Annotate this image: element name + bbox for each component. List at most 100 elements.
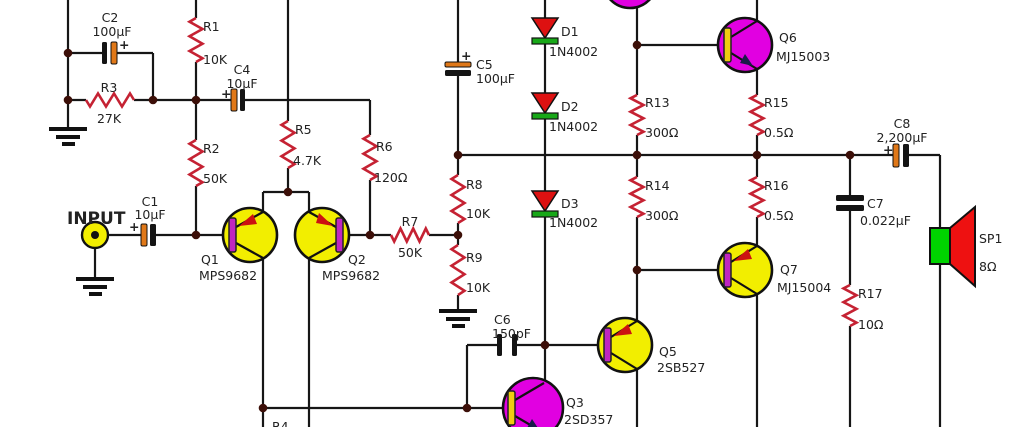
- ground-symbol-1: [56, 135, 80, 139]
- diode-D2-ref: D2: [561, 99, 579, 114]
- capacitor-C8-polarity-plus: +: [883, 142, 893, 157]
- resistor-R17: [840, 283, 860, 328]
- diode-D3-anode: [530, 190, 560, 213]
- diode-D3-ref: D3: [561, 196, 579, 211]
- diode-D2-part: 1N4002: [549, 119, 598, 134]
- resistor-R1-ref: R1: [203, 19, 220, 34]
- junction-dot: [632, 265, 642, 275]
- ground-symbol-3: [452, 324, 465, 328]
- junction-dot: [540, 340, 550, 350]
- resistor-R6: [360, 133, 380, 182]
- junction-dot: [632, 150, 642, 160]
- speaker-body: [929, 227, 951, 265]
- junction-dot: [632, 40, 642, 50]
- speaker-horn: [949, 204, 976, 289]
- transistor-Q3-part: 2SD357: [564, 412, 613, 427]
- capacitor-C2-plate2: [110, 41, 118, 65]
- transistor-Q7-base-bar: [723, 252, 732, 288]
- capacitor-C7-plate1: [836, 195, 864, 201]
- resistor-R7-ref: R7: [402, 214, 419, 229]
- transistor-Q7-part: MJ15004: [777, 280, 831, 295]
- resistor-R5-ref: R5: [295, 122, 312, 137]
- transistor-Q3-base-bar: [507, 390, 516, 426]
- capacitor-C4-ref: C4: [234, 62, 251, 77]
- capacitor-C2-value: 100µF: [92, 24, 131, 39]
- transistor-Q3-body: [501, 376, 565, 427]
- resistor-R3-value: 27K: [97, 111, 122, 126]
- resistor-R8-value: 10K: [466, 206, 491, 221]
- transistor-Q3-arrow: [527, 419, 538, 427]
- capacitor-C7-plate2: [836, 205, 864, 211]
- resistor-R3-ref: R3: [101, 80, 118, 95]
- junction-dot: [453, 230, 463, 240]
- resistor-R9-value: 10K: [466, 280, 491, 295]
- resistor-R8-ref: R8: [466, 177, 483, 192]
- resistor-R16-ref: R16: [764, 178, 789, 193]
- junction-dot: [453, 150, 463, 160]
- transistor-Q1-lead: [235, 242, 264, 259]
- capacitor-C6-value: 150pF: [492, 326, 531, 341]
- junction-dot: [752, 150, 762, 160]
- capacitor-C5-polarity-plus: +: [461, 48, 471, 63]
- junction-dot: [365, 230, 375, 240]
- transistor-Q1-part: MPS9682: [199, 268, 257, 283]
- capacitor-C8-value: 2,200µF: [877, 130, 928, 145]
- resistor-R1-value: 10K: [203, 52, 228, 67]
- transistor-Q5-base-bar: [603, 327, 612, 363]
- resistor-R2-value: 50K: [203, 171, 228, 186]
- transistor-Q5-part: 2SB527: [657, 360, 705, 375]
- capacitor-C5-ref: C5: [476, 57, 493, 72]
- capacitor-C1-plate2: [150, 224, 156, 246]
- transistor-Q7-lead: [730, 277, 758, 295]
- transistor-Q1-ref: Q1: [201, 252, 219, 267]
- resistor-R3: [84, 91, 136, 109]
- resistor-R16: [747, 175, 767, 219]
- input-label: INPUT: [67, 209, 126, 229]
- resistor-R2: [186, 138, 206, 188]
- capacitor-C8-ref: C8: [894, 116, 911, 131]
- capacitor-C6-plate1: [497, 334, 502, 356]
- capacitor-C1-value: 10µF: [134, 207, 165, 222]
- capacitor-C4-plate2: [240, 89, 245, 111]
- transistor-Q6-base-bar: [723, 27, 732, 63]
- diode-D2-cathode-bar: [531, 112, 559, 120]
- diode-D3-part: 1N4002: [549, 215, 598, 230]
- label-R4-partial: R4: [272, 419, 289, 427]
- transistor-Q1-base-bar: [228, 217, 237, 253]
- resistor-R14-value: 300Ω: [645, 208, 679, 223]
- capacitor-C7-ref: C7: [867, 196, 884, 211]
- resistor-R6-ref: R6: [376, 139, 393, 154]
- junction-dot: [845, 150, 855, 160]
- transistor-Q5-lead: [610, 352, 638, 370]
- capacitor-C2-plate1: [102, 42, 107, 64]
- transistor-Q1-arrow: [239, 214, 257, 226]
- transistor-Q3-lead: [514, 382, 545, 401]
- transistor-Q3-ref: Q3: [566, 395, 584, 410]
- diode-D1-ref: D1: [561, 24, 579, 39]
- capacitor-C2-polarity-plus: +: [119, 37, 129, 52]
- resistor-R8: [449, 173, 467, 225]
- transistor-Q2-lead: [308, 242, 337, 259]
- input-jack-pin: [91, 231, 99, 239]
- transistor-Q2-base-bar: [335, 217, 344, 253]
- transistor-Q6-lead: [730, 20, 758, 38]
- ground-symbol-1: [49, 127, 87, 131]
- capacitor-C7-value: 0.022µF: [860, 213, 911, 228]
- transistor-Q5-ref: Q5: [659, 344, 677, 359]
- transistor-Q4-partial-body: [609, 0, 651, 10]
- resistor-R7-value: 50K: [398, 245, 423, 260]
- transistor-Q2-arrow: [316, 213, 333, 226]
- diode-D1-part: 1N4002: [549, 44, 598, 59]
- resistor-R16-value: 0.5Ω: [764, 208, 794, 223]
- resistor-R7: [389, 225, 431, 245]
- speaker-impedance: 8Ω: [979, 259, 997, 274]
- transistor-Q5-arrow: [614, 324, 632, 336]
- resistor-R5: [278, 119, 298, 170]
- capacitor-C2-ref: C2: [102, 10, 119, 25]
- resistor-R9: [449, 243, 467, 297]
- capacitor-C1-polarity-plus: +: [129, 219, 139, 234]
- capacitor-C4-plate1: [230, 88, 238, 112]
- capacitor-C5-plate2: [445, 70, 471, 76]
- transistor-Q6-ref: Q6: [779, 30, 797, 45]
